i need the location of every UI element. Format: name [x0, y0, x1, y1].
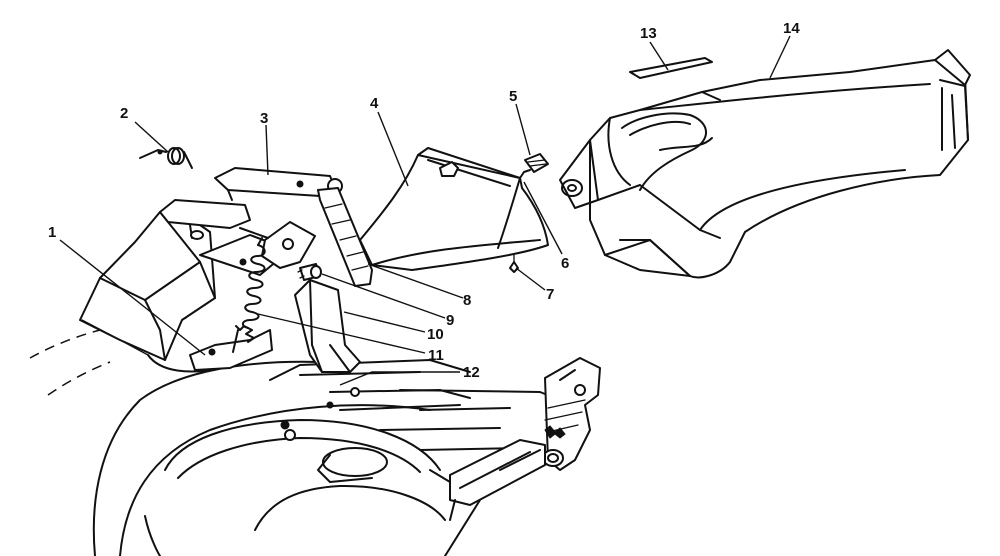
callout-14: 14: [783, 20, 800, 37]
callout-12: 12: [463, 364, 480, 381]
spring-assembly: [189, 237, 361, 373]
chute-door: [359, 147, 549, 273]
callout-7: 7: [546, 286, 554, 303]
callout-8: 8: [463, 292, 471, 309]
callout-6: 6: [561, 255, 569, 272]
pivot-pin: [239, 258, 322, 281]
torsion-spring: [139, 147, 193, 169]
callout-13: 13: [640, 25, 657, 42]
callout-labels: 1 2 3 4 5 6 7 8 9 10 11 12 13 14: [48, 20, 800, 381]
leader-lines: [59, 35, 791, 386]
callout-3: 3: [260, 110, 268, 127]
coil-spring: [235, 237, 266, 343]
callout-2: 2: [120, 105, 128, 122]
callout-10: 10: [427, 326, 444, 343]
callout-5: 5: [509, 88, 517, 105]
foam-strip: [629, 57, 713, 79]
callout-9: 9: [446, 312, 454, 329]
hinge-door-assembly: [159, 167, 373, 287]
callout-4: 4: [370, 95, 379, 112]
callout-1: 1: [48, 224, 56, 241]
deflector-extension: [559, 49, 971, 279]
callout-11: 11: [428, 347, 444, 364]
